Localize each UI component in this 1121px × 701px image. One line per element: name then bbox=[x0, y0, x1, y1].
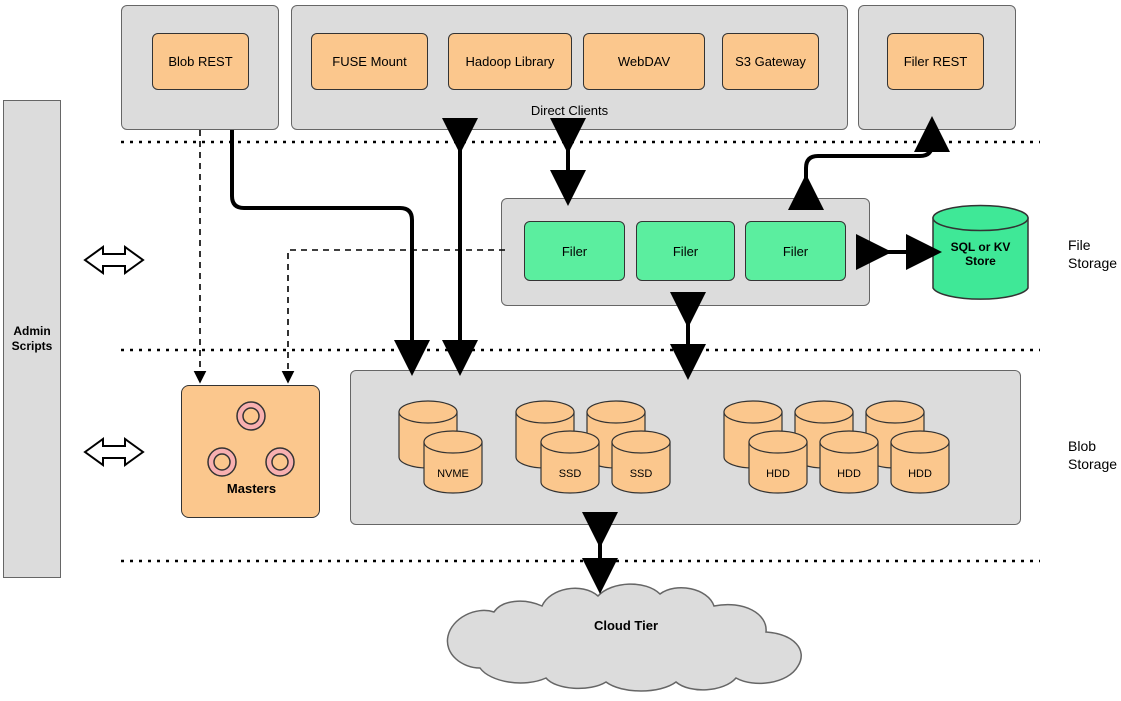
nvme-label: NVME bbox=[437, 468, 469, 480]
admin-scripts-box[interactable]: Admin Scripts bbox=[3, 100, 61, 578]
filer-node-1[interactable]: Filer bbox=[524, 221, 625, 281]
hdd-label-3: HDD bbox=[908, 468, 932, 480]
sql-kv-store-label: SQL or KV Store bbox=[950, 240, 1011, 269]
masters-nodes-icon bbox=[207, 401, 295, 477]
masters-label: Masters bbox=[226, 481, 277, 496]
ssd-cylinder-icon bbox=[515, 400, 671, 494]
filer-node-3[interactable]: Filer bbox=[745, 221, 846, 281]
ssd-label-1: SSD bbox=[558, 468, 582, 480]
nvme-cylinder-icon bbox=[398, 400, 483, 494]
cloud-icon bbox=[446, 583, 802, 692]
admin-arrow-blob bbox=[83, 437, 145, 467]
dashed-filer-masters bbox=[281, 249, 505, 384]
client-blob-rest[interactable]: Blob REST bbox=[152, 33, 249, 90]
volume-ssd-group[interactable]: SSD SSD bbox=[515, 400, 687, 495]
blob-storage-label: Blob Storage bbox=[1068, 438, 1118, 473]
arrow-blobrest-volumes bbox=[230, 130, 430, 376]
arrow-filerrest-filer bbox=[788, 116, 950, 210]
admin-scripts-label: Admin Scripts bbox=[11, 324, 53, 353]
volume-hdd-group[interactable]: HDD HDD HDD bbox=[723, 400, 968, 495]
filer-node-2[interactable]: Filer bbox=[636, 221, 735, 281]
client-hadoop-library[interactable]: Hadoop Library bbox=[448, 33, 572, 90]
file-storage-label: File Storage bbox=[1068, 237, 1118, 272]
hdd-label-1: HDD bbox=[766, 468, 790, 480]
admin-arrow-file bbox=[83, 245, 145, 275]
ssd-label-2: SSD bbox=[629, 468, 653, 480]
masters-group[interactable]: Masters bbox=[181, 385, 320, 518]
client-webdav[interactable]: WebDAV bbox=[583, 33, 705, 90]
sql-kv-cylinder-icon bbox=[932, 204, 1029, 300]
cloud-tier-label: Cloud Tier bbox=[593, 618, 659, 633]
client-fuse-mount[interactable]: FUSE Mount bbox=[311, 33, 428, 90]
direct-clients-label: Direct Clients bbox=[530, 103, 609, 118]
volume-nvme[interactable]: NVME bbox=[398, 400, 493, 495]
client-filer-rest[interactable]: Filer REST bbox=[887, 33, 984, 90]
sql-kv-store[interactable]: SQL or KV Store bbox=[932, 204, 1029, 301]
hdd-label-2: HDD bbox=[837, 468, 861, 480]
client-s3-gateway[interactable]: S3 Gateway bbox=[722, 33, 819, 90]
hdd-cylinder-icon bbox=[723, 400, 950, 494]
cloud-tier[interactable]: Cloud Tier bbox=[432, 583, 820, 694]
